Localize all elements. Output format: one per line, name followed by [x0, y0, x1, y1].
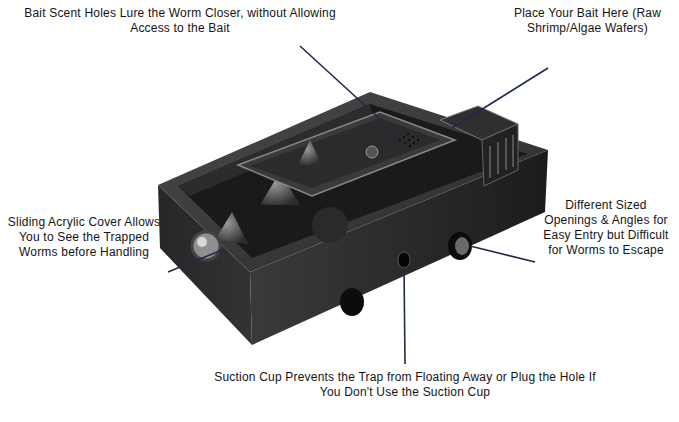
suction-cup-hole: [398, 252, 410, 268]
inner-tray: [238, 112, 455, 196]
entry-cone: [215, 212, 248, 244]
leader-lines: [168, 46, 548, 364]
callout-label: Different Sized Openings & Angles for Ea…: [538, 198, 674, 258]
callout-label: Bait Scent Holes Lure the Worm Closer, w…: [15, 6, 345, 36]
tray-knob: [366, 146, 378, 158]
cover-highlight: [197, 237, 207, 247]
cone-base: [312, 207, 348, 243]
bait-basket-side: [482, 124, 518, 186]
callout-label: Sliding Acrylic Cover Allows You to See …: [4, 215, 164, 260]
entry-hole: [340, 288, 364, 316]
inner-tray-floor: [250, 118, 440, 188]
box-interior: [178, 104, 528, 258]
entry-hole: [448, 232, 472, 260]
hole-interior: [455, 237, 469, 255]
tray-cone: [298, 140, 322, 165]
box-top-rim: [158, 92, 548, 272]
callout-label: Place Your Bait Here (Raw Shrimp/Algae W…: [505, 6, 670, 36]
basket-slots: [490, 135, 513, 178]
callout-label: Suction Cup Prevents the Trap from Float…: [205, 370, 605, 400]
